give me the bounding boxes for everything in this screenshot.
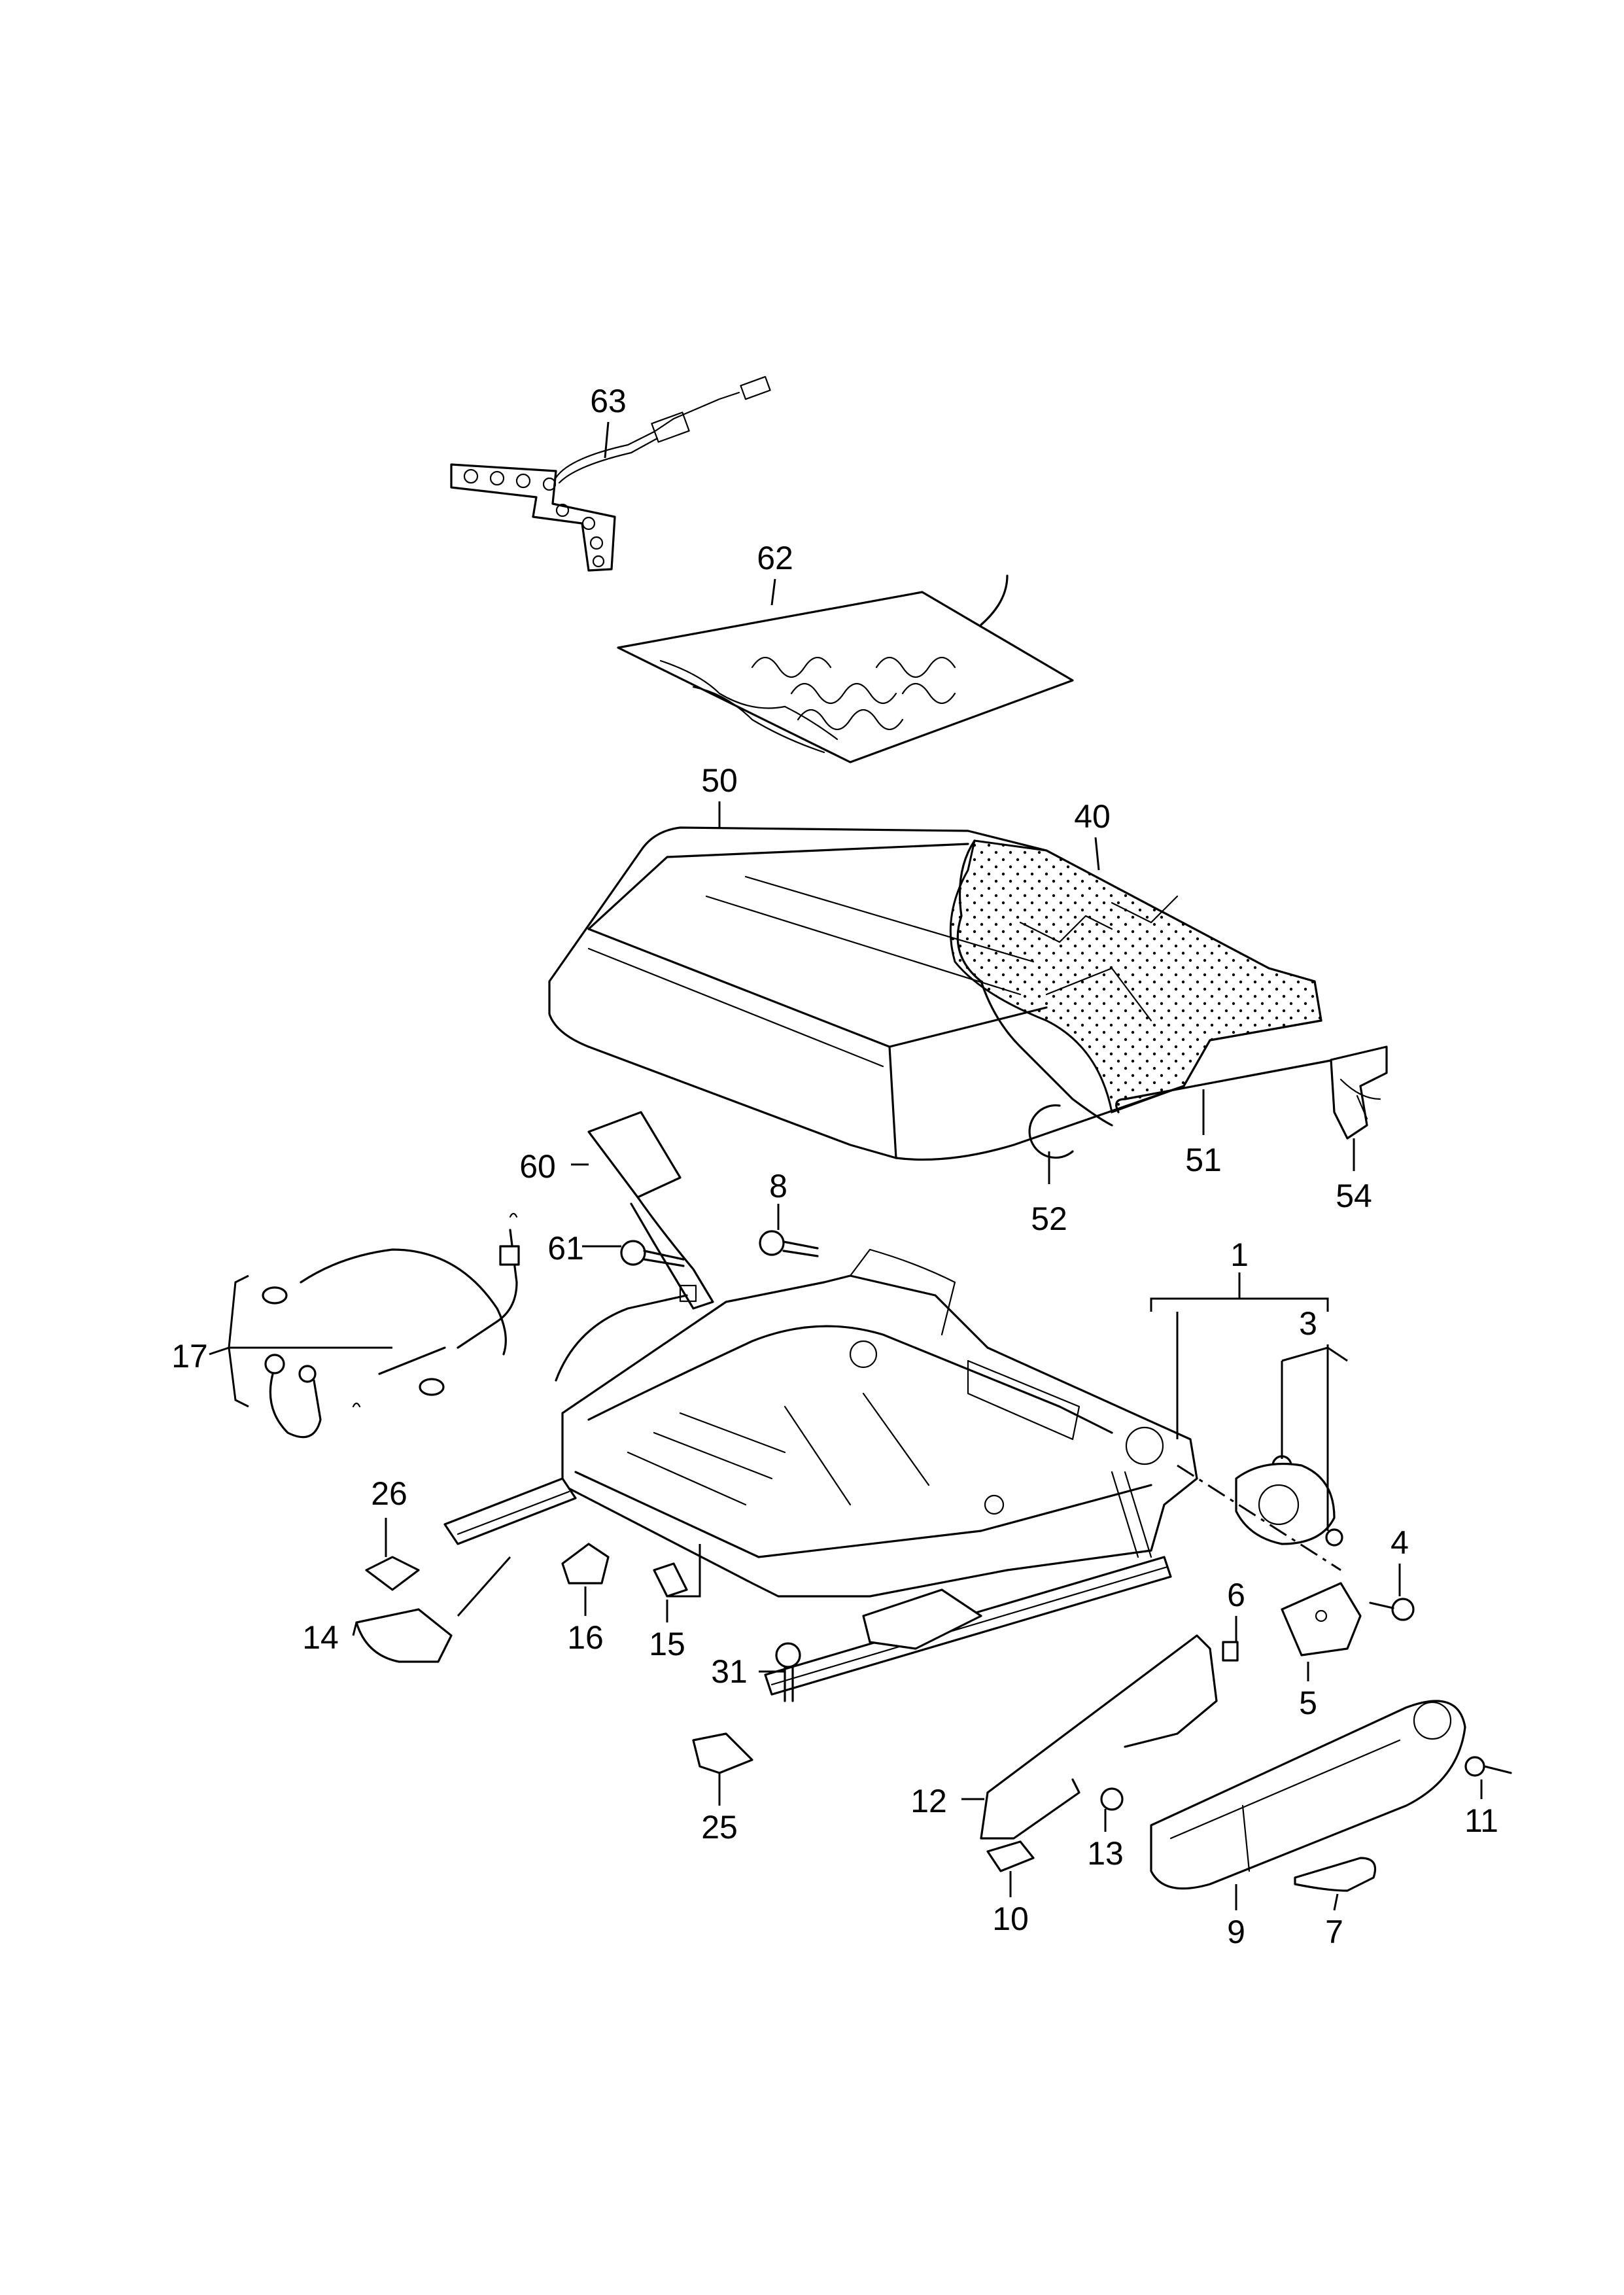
callout-62: 62	[757, 540, 793, 576]
part-4-bolt	[1369, 1598, 1415, 1621]
callout-17: 17	[171, 1338, 208, 1375]
callout-63: 63	[590, 383, 627, 419]
part-14-handle	[355, 1608, 453, 1663]
part-60-seat-belt-buckle	[587, 1111, 714, 1310]
part-11-pin	[1464, 1756, 1512, 1777]
callout-61: 61	[547, 1230, 584, 1267]
part-31-screw	[775, 1642, 801, 1702]
part-62-seat-heating-element	[617, 574, 1074, 763]
callout-25: 25	[701, 1809, 738, 1846]
seat-frame	[555, 1248, 1198, 1598]
callout-13: 13	[1087, 1835, 1124, 1872]
part-8-bolt	[759, 1230, 819, 1257]
callout-40: 40	[1074, 798, 1111, 835]
part-52-ring	[1028, 1104, 1074, 1159]
callout-51: 51	[1185, 1142, 1222, 1178]
callout-50: 50	[701, 762, 738, 799]
part-3-motor	[1235, 1455, 1343, 1547]
callout-52: 52	[1031, 1200, 1067, 1237]
callout-10: 10	[992, 1901, 1029, 1937]
part-5-bracket	[1281, 1582, 1362, 1656]
callout-5: 5	[1299, 1685, 1317, 1721]
part-7-lever	[1294, 1857, 1377, 1892]
part-26-clip	[365, 1556, 420, 1591]
part-6-clip	[1222, 1641, 1239, 1662]
callout-16: 16	[567, 1619, 604, 1656]
callout-14: 14	[302, 1619, 339, 1656]
callout-1: 1	[1230, 1236, 1249, 1273]
callout-12: 12	[910, 1783, 947, 1819]
part-63-occupancy-sensor	[450, 376, 771, 572]
callout-7: 7	[1325, 1914, 1343, 1950]
callout-labels: 63 62 50 40 51 52 54 60 61 8 1 3 4 6 5 1…	[171, 383, 1498, 1950]
leader-lines	[209, 421, 1483, 1911]
part-16-bracket	[561, 1543, 610, 1585]
seat-rail	[443, 1477, 1172, 1696]
callout-15: 15	[649, 1626, 685, 1662]
part-10-clip	[986, 1840, 1035, 1872]
callout-4: 4	[1391, 1524, 1409, 1561]
part-17-bowden-cables	[262, 1212, 520, 1439]
callout-26: 26	[371, 1475, 407, 1512]
callout-60: 60	[519, 1148, 556, 1185]
callout-3: 3	[1299, 1305, 1317, 1342]
callout-31: 31	[711, 1653, 748, 1690]
part-40-seat-cover	[949, 839, 1322, 1127]
callout-54: 54	[1336, 1178, 1372, 1214]
part-12-cable	[980, 1634, 1218, 1840]
part-61-bolt	[620, 1240, 685, 1267]
part-25-clip	[692, 1732, 753, 1774]
part-54-clip	[1330, 1045, 1388, 1140]
callout-6: 6	[1227, 1577, 1245, 1613]
part-13-screw	[1100, 1787, 1124, 1811]
part-9-side-trim	[1150, 1700, 1466, 1890]
callout-11: 11	[1464, 1802, 1498, 1839]
part-15-clip	[653, 1562, 688, 1598]
callout-9: 9	[1227, 1914, 1245, 1950]
callout-8: 8	[769, 1168, 787, 1204]
